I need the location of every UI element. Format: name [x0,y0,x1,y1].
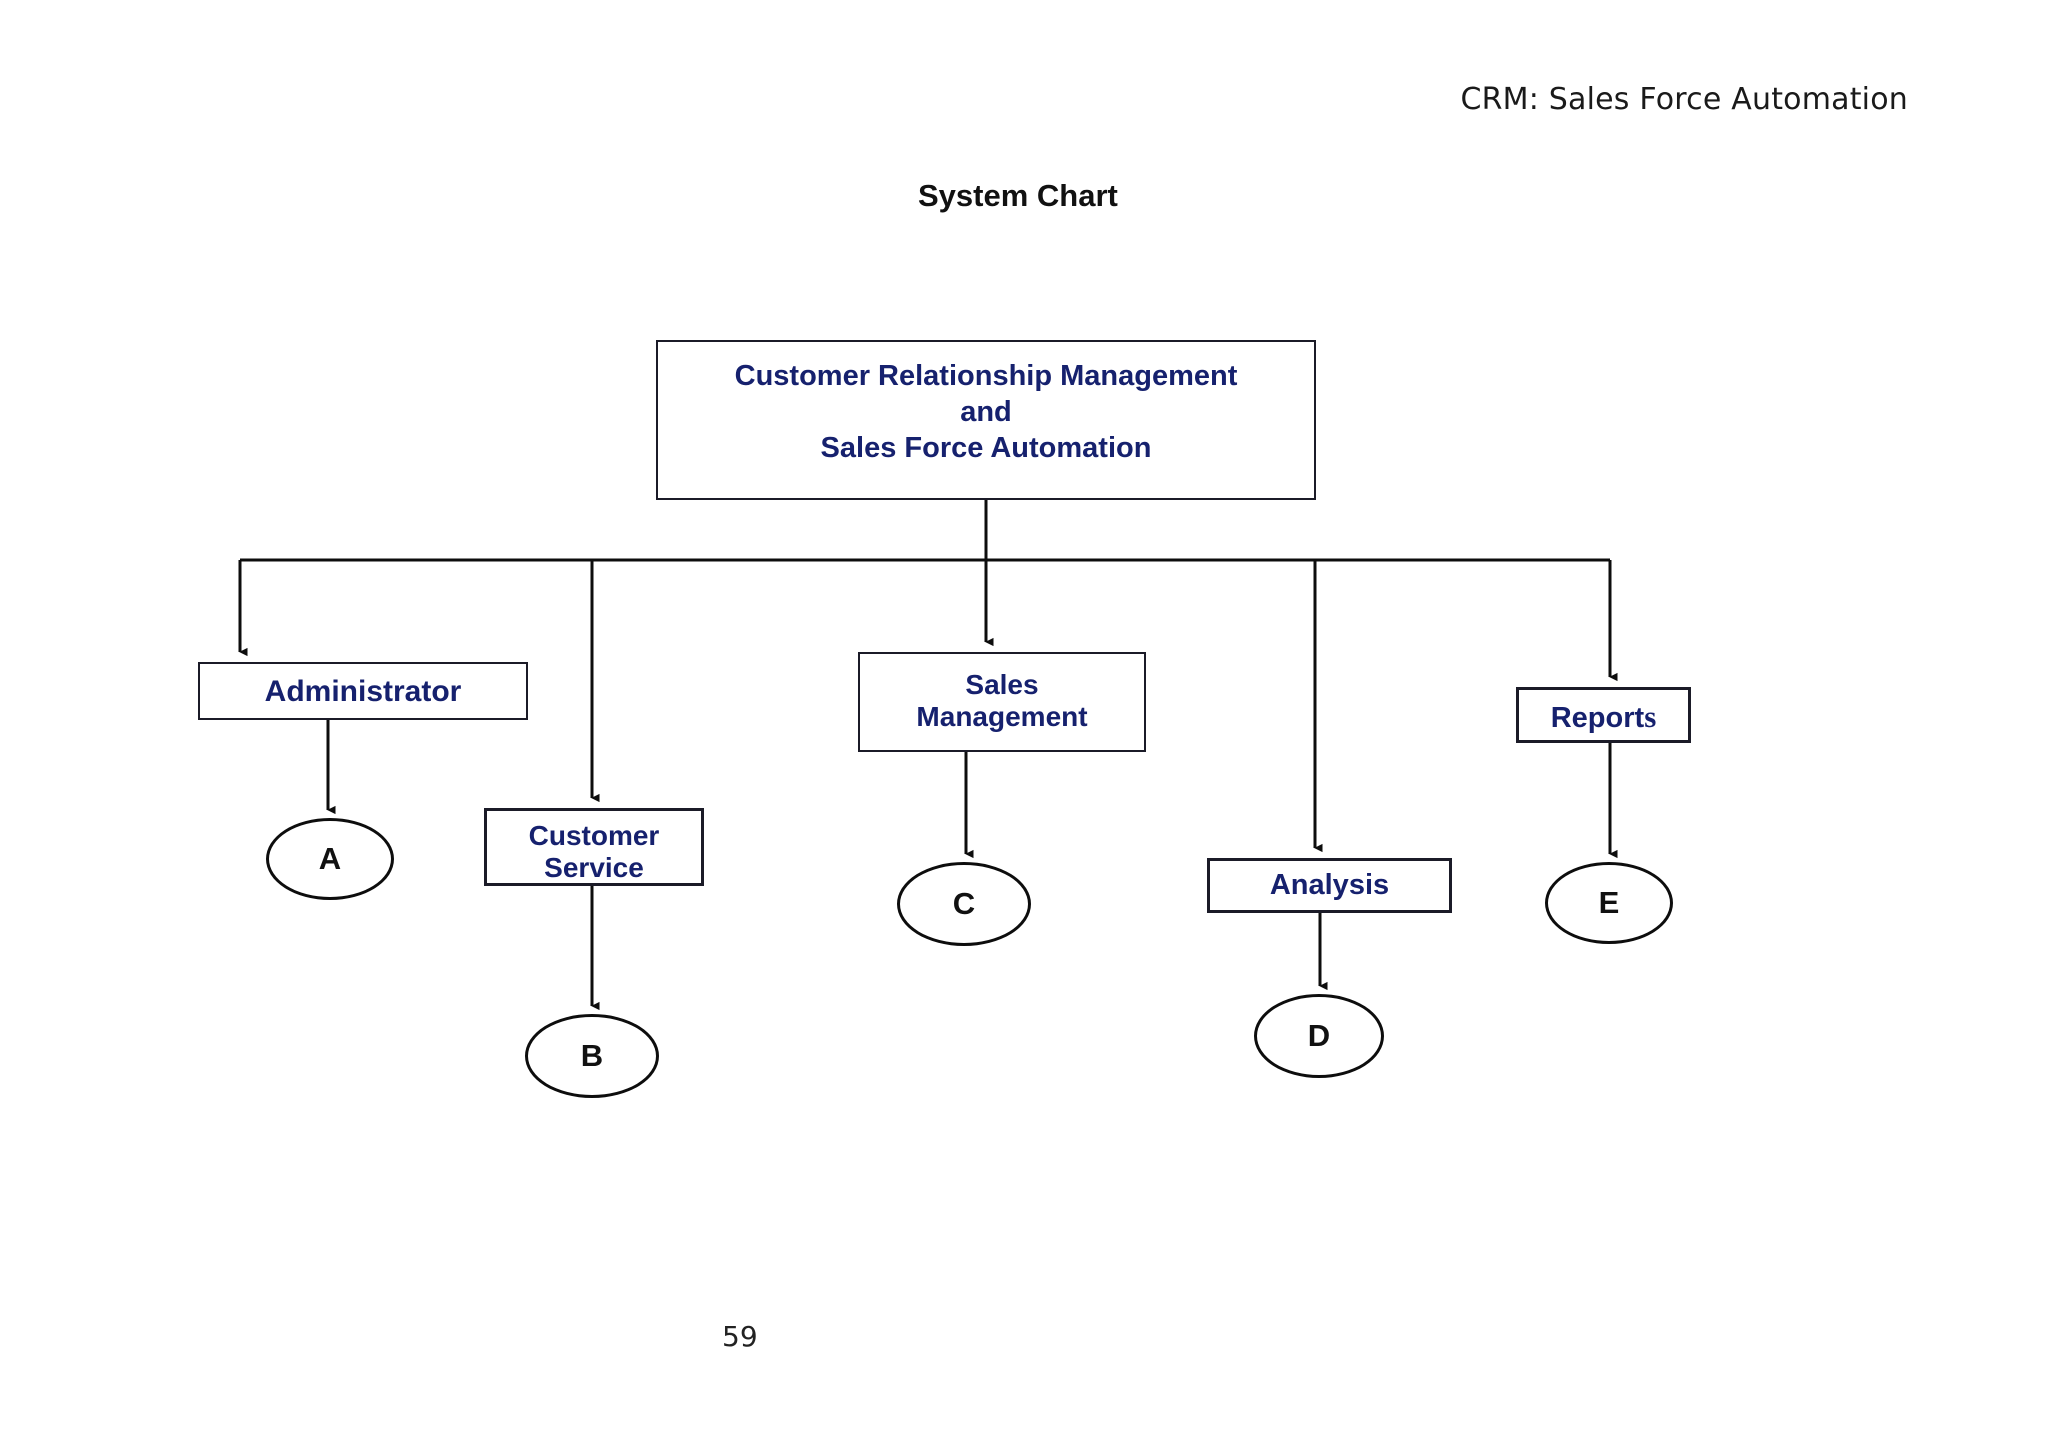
node-d[interactable]: D [1254,994,1384,1078]
node-b-label: B [580,1038,604,1073]
node-customer-service-line2: Service [544,851,644,883]
node-a[interactable]: A [266,818,394,900]
node-analysis-label: Analysis [1269,869,1390,901]
node-sales-management-line2: Management [916,700,1088,732]
node-sales-management[interactable]: Sales Management [858,652,1146,752]
node-analysis[interactable]: Analysis [1207,858,1452,913]
node-root-line3: Sales Force Automation [820,431,1152,464]
node-d-label: D [1307,1018,1331,1053]
running-head: CRM: Sales Force Automation [1460,82,1908,117]
node-administrator-label: Administrator [264,675,462,708]
node-reports-label-tail: s [1644,699,1657,734]
node-customer-service-line1: Customer [528,820,660,851]
node-root[interactable]: Customer Relationship Management and Sal… [656,340,1316,500]
page-title: System Chart [918,178,1118,213]
node-customer-service[interactable]: Customer Service [484,808,704,886]
node-reports-label: Reports [1519,699,1688,735]
node-root-line2: and [960,395,1012,428]
node-e[interactable]: E [1545,862,1673,944]
node-root-line1: Customer Relationship Management [734,360,1238,392]
page-number: 59 [722,1320,758,1353]
node-e-label: E [1598,885,1620,920]
node-a-label: A [318,841,342,876]
node-reports-label-head: Report [1550,702,1645,734]
node-administrator[interactable]: Administrator [198,662,528,720]
node-reports[interactable]: Reports [1516,687,1691,743]
node-c-label: C [952,886,976,921]
node-c[interactable]: C [897,862,1031,946]
node-sales-management-line1: Sales [965,669,1039,700]
node-b[interactable]: B [525,1014,659,1098]
